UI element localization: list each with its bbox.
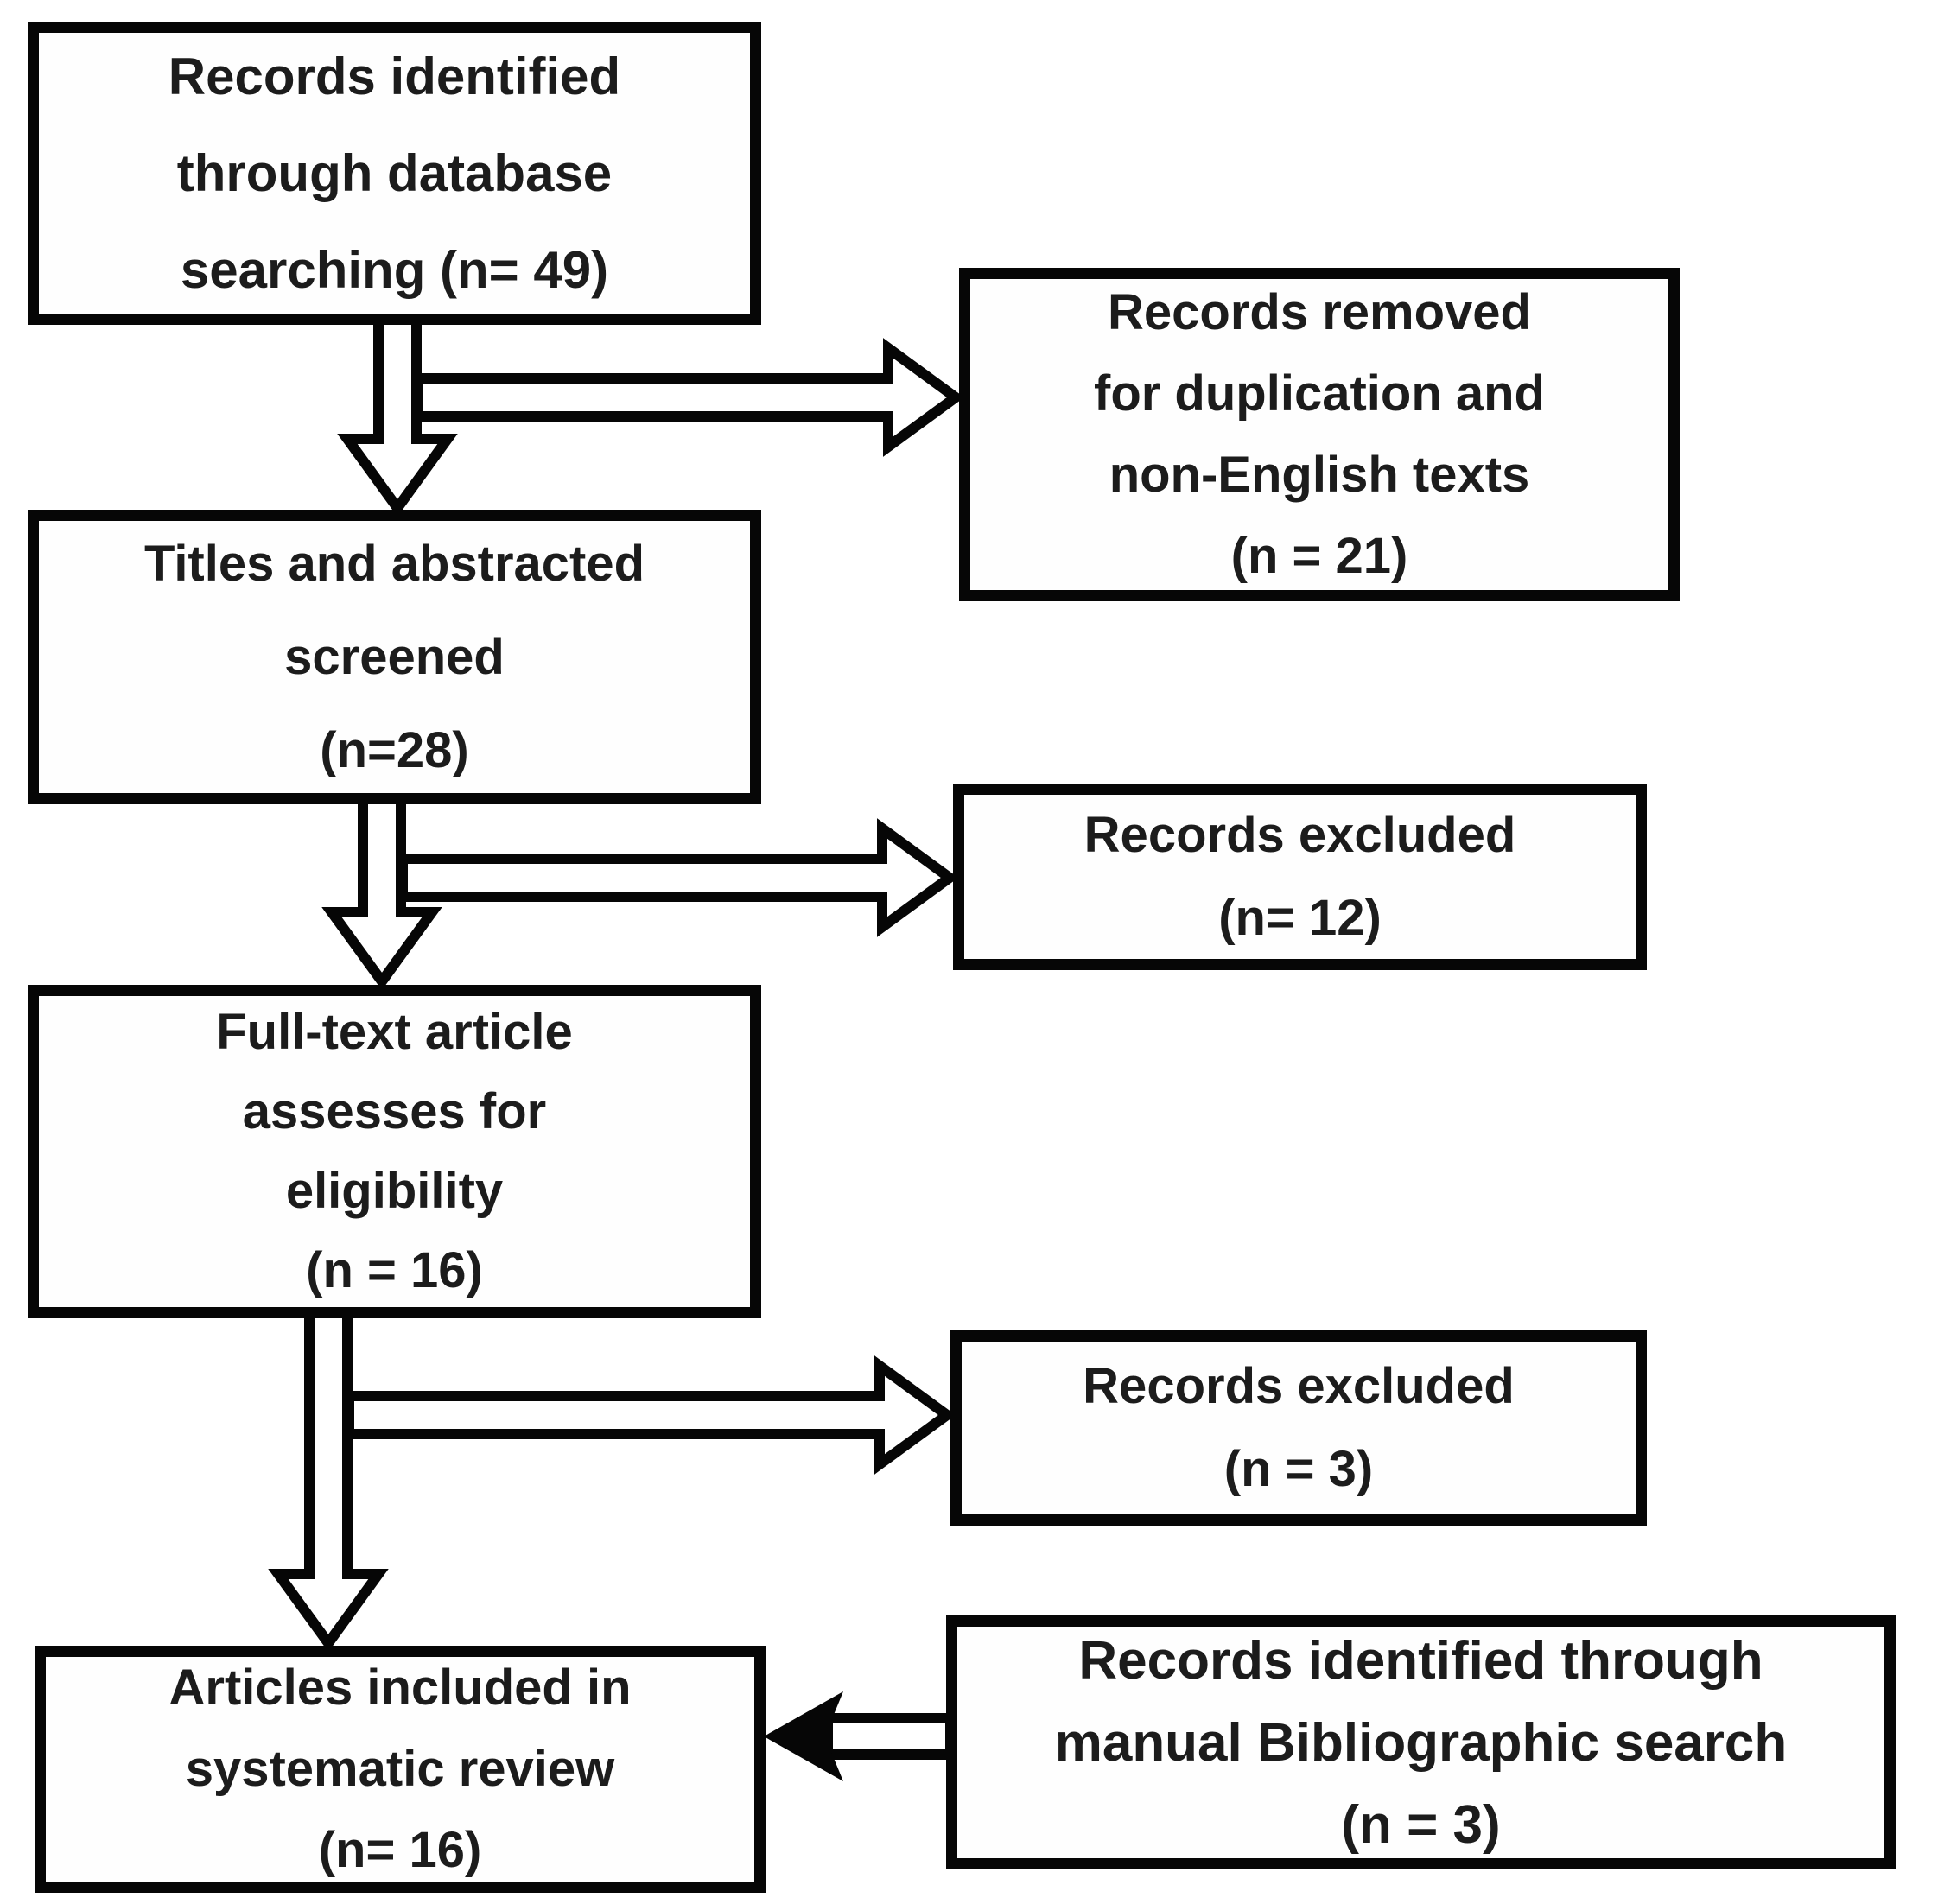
- arrow-right-to-records-removed: [413, 338, 965, 457]
- box-text-line: (n= 12): [1218, 890, 1382, 946]
- box-text-line: Records identified: [168, 47, 621, 105]
- box-text-line: (n = 16): [306, 1242, 483, 1298]
- box-text-line: (n = 21): [1230, 528, 1408, 584]
- box-text-line: (n= 16): [318, 1822, 482, 1878]
- box-titles-abstracts-screened: Titles and abstracted screened (n=28): [28, 510, 761, 804]
- box-text-line: Records removed: [1108, 284, 1531, 340]
- box-text-line: (n = 3): [1223, 1441, 1374, 1497]
- box-records-identified-manual: Records identified through manual Biblio…: [946, 1615, 1896, 1869]
- box-articles-included-review: Articles included in systematic review (…: [35, 1646, 766, 1893]
- box-text-line: Articles included in: [168, 1660, 632, 1716]
- arrow-left-manual-to-included-head: [764, 1691, 843, 1781]
- box-records-excluded-fulltext: Records excluded (n = 3): [950, 1330, 1647, 1526]
- box-text-line: Records excluded: [1083, 1358, 1515, 1414]
- box-records-excluded-screening: Records excluded (n= 12): [953, 784, 1647, 970]
- box-text-line: (n=28): [320, 721, 469, 778]
- box-text-line: Titles and abstracted: [143, 535, 645, 592]
- box-text-line: screened: [284, 628, 505, 685]
- box-records-removed-duplication: Records removed for duplication and non-…: [959, 268, 1680, 601]
- box-text-line: non-English texts: [1109, 447, 1530, 503]
- box-text-line: manual Bibliographic search: [1054, 1712, 1788, 1773]
- box-text-line: Full-text article: [216, 1004, 573, 1060]
- box-text-line: (n = 3): [1341, 1794, 1501, 1855]
- box-text-line: for duplication and: [1094, 365, 1545, 422]
- arrow-right-to-excluded-screening: [397, 818, 959, 937]
- arrow-down-identification-to-screening: [337, 314, 458, 517]
- arrow-left-manual-to-included-shaft: [823, 1713, 956, 1760]
- box-text-line: systematic review: [185, 1741, 615, 1797]
- box-text-line: searching (n= 49): [180, 240, 609, 299]
- box-fulltext-assessed: Full-text article assesses for eligibili…: [28, 985, 761, 1318]
- arrow-down-fulltext-to-included: [268, 1308, 389, 1653]
- box-records-identified-database: Records identified through database sear…: [28, 22, 761, 325]
- box-text-line: Records identified through: [1078, 1630, 1763, 1691]
- box-text-line: through database: [176, 143, 613, 202]
- arrow-down-screening-to-fulltext: [321, 794, 442, 991]
- box-text-line: eligibility: [285, 1163, 504, 1219]
- arrow-right-to-excluded-fulltext: [344, 1355, 956, 1475]
- box-text-line: assesses for: [242, 1083, 547, 1139]
- box-text-line: Records excluded: [1083, 807, 1516, 863]
